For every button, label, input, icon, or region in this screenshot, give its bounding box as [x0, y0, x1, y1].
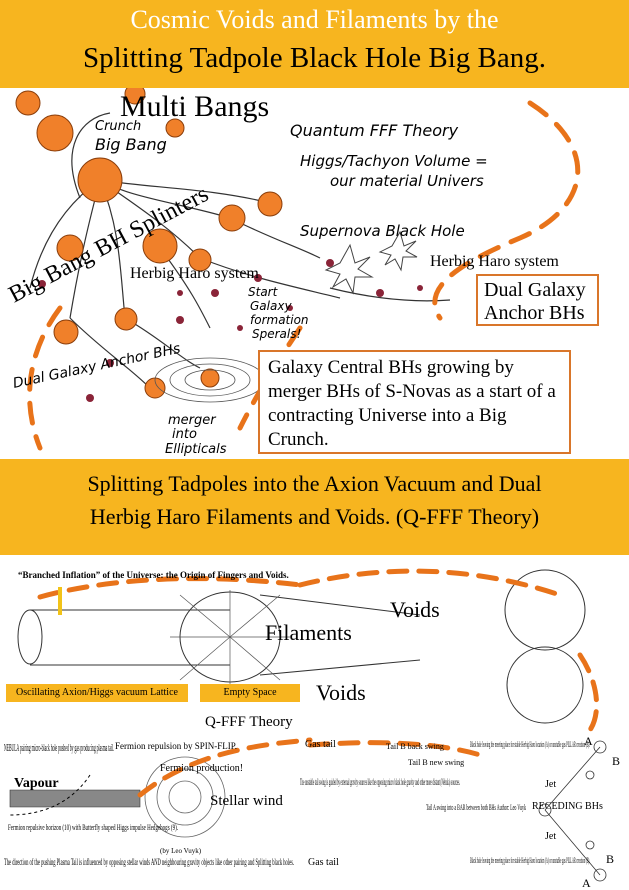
lattice-label: Oscillating Axion/Higgs vacuum Lattice	[6, 684, 188, 702]
receding-bh-lines	[538, 740, 607, 882]
bh-leaving-top-label: Black hole leaving the meeting place for…	[470, 740, 590, 749]
tail-a-swing-label: Tail A swing into a BAR between both BHs…	[426, 803, 526, 812]
dotted-horizon	[9, 774, 91, 816]
jet-top-label: Jet	[545, 779, 556, 790]
start-galaxy-3: formation	[250, 313, 309, 327]
qfff-label: Q-FFF Theory	[205, 714, 293, 730]
herbig-haro-right-label: Herbig Haro system	[430, 253, 559, 270]
empty-space-label: Empty Space	[200, 684, 300, 702]
label-b-top: B	[612, 754, 620, 768]
plasma-tail-svg: NEBULA pairing micro-black hole pushed b…	[4, 735, 620, 890]
subtitle-banner: Splitting Tadpoles into the Axion Vacuum…	[0, 459, 629, 555]
tail-b-back-label: Tail B back swing	[386, 742, 444, 751]
voids-bottom-label: Voids	[316, 680, 366, 705]
gas-tail-top-label: Gas tail	[305, 739, 336, 750]
bh-leaving-bottom-label: Black hole leaving the meeting place for…	[470, 856, 590, 865]
voids-top-label: Voids	[390, 597, 440, 622]
nebula-line: NEBULA pairing micro-black hole pushed b…	[4, 743, 114, 754]
dual-galaxy-anchor-box: Dual Galaxy Anchor BHs	[476, 274, 599, 326]
branched-inflation-diagram: “Branched Inflation” of the Universe: th…	[0, 555, 629, 735]
fermion-horizon-label: Fermion repulsive horizon (10) with Butt…	[8, 823, 178, 832]
direction-label: The direction of the pushing Plasma Tail…	[4, 857, 294, 867]
filaments-label: Filaments	[265, 620, 352, 645]
higgs-volume-line-1: Higgs/Tachyon Volume =	[300, 152, 488, 170]
orange-swing-arrows	[137, 737, 483, 798]
tail-b-new-label: Tail B new swing	[408, 758, 464, 767]
start-galaxy-4: Sperals!	[252, 327, 301, 341]
author-label: (by Leo Vuyk)	[160, 847, 202, 855]
galaxy-central-bh-box: Galaxy Central BHs growing by merger BHs…	[258, 350, 571, 454]
title-line-1: Cosmic Voids and Filaments by the	[130, 5, 499, 34]
big-bang-label: Big Bang	[95, 135, 167, 154]
title-line-2: Splitting Tadpole Black Hole Big Bang.	[82, 42, 546, 74]
stellar-wind-swirl	[144, 756, 226, 838]
vapour-label: Vapour	[14, 776, 59, 791]
small-bh-dots	[38, 259, 423, 402]
start-galaxy-1: Start	[248, 285, 279, 299]
plasma-tail-diagram: NEBULA pairing micro-black hole pushed b…	[0, 735, 629, 890]
supernova-bh-label: Supernova Black Hole	[300, 222, 465, 240]
herbig-haro-left-label: Herbig Haro system	[130, 265, 259, 282]
higgs-volume-line-2: our material Univers	[330, 172, 484, 190]
herbig-haro-stars	[324, 230, 418, 295]
label-b-bottom: B	[606, 852, 614, 866]
title-banner: Cosmic Voids and Filaments by the Splitt…	[0, 0, 629, 88]
unstable-tail-label: The unstable tail swing is guided by ext…	[300, 777, 460, 787]
quantum-fff-label: Quantum FFF Theory	[290, 121, 459, 140]
stellar-wind-label: Stellar wind	[210, 793, 283, 809]
subtitle-line-2: Herbig Haro Filaments and Voids. (Q-FFF …	[89, 504, 540, 529]
multi-bangs-diagram: Multi Bangs Crunch Big Bang Quantum FFF …	[0, 88, 629, 459]
subtitle-line-1: Splitting Tadpoles into the Axion Vacuum…	[87, 471, 542, 496]
orange-flow-arrows	[37, 568, 600, 733]
label-a-top: A	[584, 735, 593, 748]
receding-label: RECEDING BHs	[532, 801, 603, 812]
gas-tail-bottom-label: Gas tail	[308, 857, 339, 868]
radial-burst	[170, 590, 290, 685]
jet-bottom-label: Jet	[545, 831, 556, 842]
merger-line-1: merger	[168, 413, 217, 428]
tube-outlines	[17, 569, 586, 724]
inflation-title: “Branched Inflation” of the Universe: th…	[18, 570, 289, 580]
crunch-label: Crunch	[95, 119, 141, 134]
fermion-repulsion-label: Fermion repulsion by SPIN-FLIP.	[115, 741, 237, 751]
bh-splinter-circles	[15, 88, 283, 399]
fermion-production-label: Fermion production!	[160, 763, 243, 774]
merger-line-3: Ellipticals	[165, 442, 227, 457]
start-galaxy-2: Galaxy	[250, 299, 292, 313]
inflation-svg: “Branched Inflation” of the Universe: th…	[17, 568, 600, 733]
vapour-tail	[9, 789, 141, 808]
multi-bangs-svg: Multi Bangs Crunch Big Bang Quantum FFF …	[5, 88, 581, 457]
label-a-bottom: A	[582, 876, 591, 890]
multi-bangs-label: Multi Bangs	[120, 90, 269, 123]
merger-line-2: into	[172, 427, 197, 442]
